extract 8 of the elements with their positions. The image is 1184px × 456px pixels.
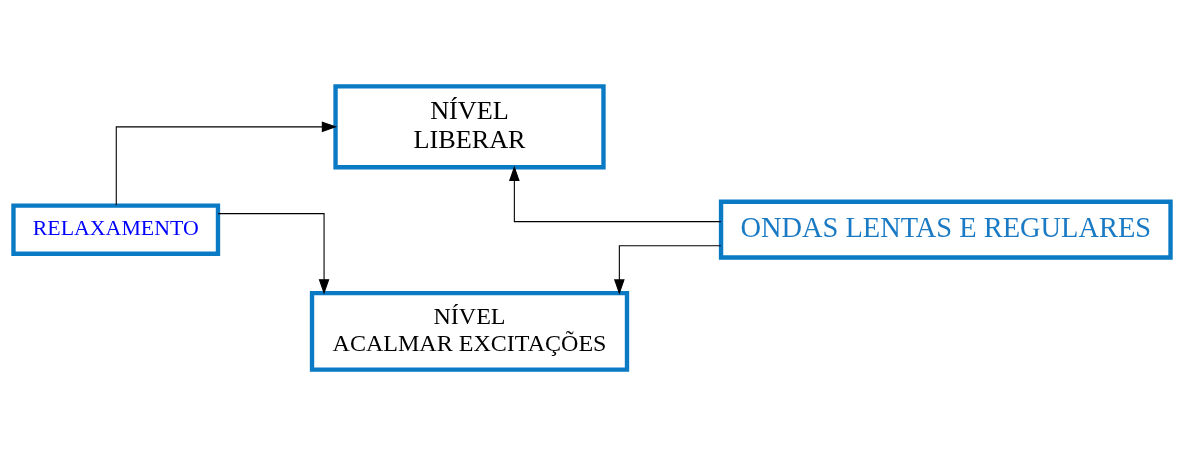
arrow [614, 245, 722, 295]
arrow [115, 121, 338, 206]
node-box: NÍVEL ACALMAR EXCITAÇÕES [309, 290, 630, 372]
node-box: RELAXAMENTO [11, 203, 221, 256]
node-box: ONDAS LENTAS E REGULARES [718, 199, 1173, 260]
node-box: NÍVEL LIBERAR [333, 84, 606, 170]
arrow [217, 213, 330, 295]
arrow [509, 165, 722, 223]
